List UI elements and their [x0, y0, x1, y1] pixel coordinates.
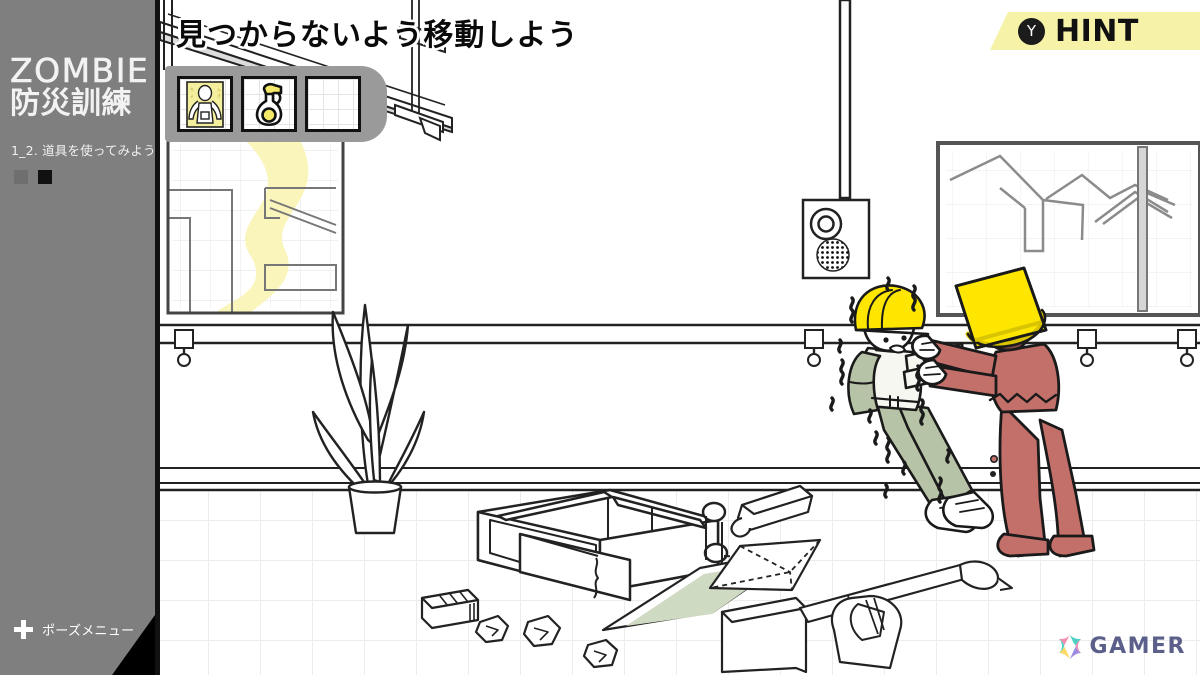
- svg-text:ん: ん: [217, 87, 221, 92]
- eraser: [420, 588, 480, 630]
- gamer-watermark: GAMER: [1057, 633, 1186, 659]
- y-button-icon: Y: [1018, 17, 1045, 45]
- trembling-marks: [829, 276, 951, 504]
- ceiling-speaker: [801, 0, 871, 280]
- floor-debris: [420, 454, 1013, 674]
- hint-button[interactable]: Y HINT: [990, 12, 1200, 50]
- progress-dot-2: [38, 170, 52, 184]
- svg-text:ょ: ょ: [190, 93, 194, 98]
- inventory-slot-1[interactable]: ちょ んき: [177, 76, 233, 132]
- game-logo: ZOMBIE 防災訓練: [10, 54, 152, 120]
- glue-tube: [730, 484, 814, 538]
- inventory-slot-3[interactable]: [305, 76, 361, 132]
- pause-menu-label: ポーズメニュー: [42, 624, 135, 639]
- bucket: [830, 594, 903, 670]
- overturned-desk: [476, 488, 781, 602]
- spray-bottle-icon: [255, 82, 283, 127]
- gamer-logo-icon: [1058, 635, 1081, 659]
- svg-text:き: き: [217, 93, 221, 98]
- inventory-bar: ちょ んき: [165, 66, 387, 142]
- game-logo-title-en: ZOMBIE: [10, 51, 150, 90]
- hook: [1077, 329, 1097, 367]
- progress-dot-1: [14, 170, 28, 184]
- sidebar-panel: [0, 0, 160, 675]
- bulletin-board: [166, 136, 345, 315]
- paper-airplane: [708, 538, 822, 592]
- hook: [804, 329, 824, 367]
- objective-title: 見つからないよう移動しよう: [176, 18, 579, 53]
- pause-menu-button[interactable]: ポーズメニュー: [14, 620, 134, 639]
- slot-grid: [308, 79, 358, 129]
- hook: [174, 329, 194, 367]
- hint-label: HINT: [1055, 13, 1139, 49]
- gamer-watermark-label: GAMER: [1089, 633, 1186, 659]
- plus-icon: [14, 620, 33, 639]
- hook: [1177, 329, 1197, 367]
- potted-plant: [311, 303, 426, 535]
- inventory-slot-2[interactable]: [241, 76, 297, 132]
- svg-text:ち: ち: [190, 86, 194, 92]
- game-logo-title-jp: 防災訓練: [10, 86, 132, 121]
- sidebar-edge-line: [155, 0, 160, 675]
- first-aid-poster-icon: ちょ んき: [186, 81, 224, 128]
- chapter-progress: [14, 170, 52, 184]
- chapter-label: 1_2. 道具を使ってみよう: [11, 143, 156, 158]
- zombie-character: [911, 266, 1096, 558]
